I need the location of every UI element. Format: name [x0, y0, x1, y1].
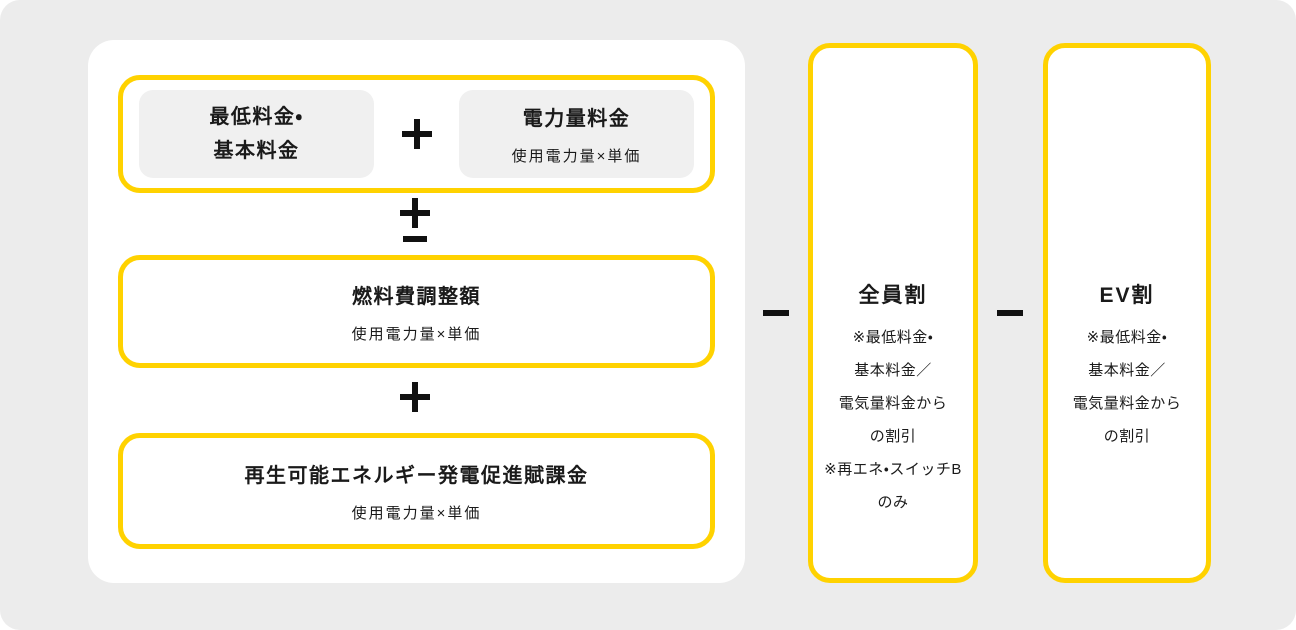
fuel-adjustment-label: 燃料費調整額	[352, 285, 481, 308]
renewable-levy-box: 再生可能エネルギー発電促進賦課金 使用電力量×単価	[118, 433, 715, 549]
energy-charge-group: 最低料金・ 基本料金 電力量料金 使用電力量×単価	[118, 75, 715, 193]
minus-glyph	[403, 236, 427, 242]
minus-icon-2	[997, 310, 1023, 316]
renewable-levy-label: 再生可能エネルギー発電促進賦課金	[244, 465, 589, 487]
volume-fee-formula: 使用電力量×単価	[511, 148, 642, 165]
ev-notes: ※最低料金・ 基本料金／ 電気量料金から の割引	[1072, 329, 1182, 445]
renewable-levy-formula: 使用電力量×単価	[351, 505, 482, 522]
zeninwari-title: 全員割	[858, 284, 928, 307]
minus-icon-1	[763, 310, 789, 316]
fuel-adjustment-formula: 使用電力量×単価	[351, 325, 482, 343]
min-basic-fee-label: 最低料金・ 基本料金	[209, 106, 304, 162]
ev-title: EV割	[1099, 284, 1155, 307]
ev-discount-box: EV割 ※最低料金・ 基本料金／ 電気量料金から の割引	[1043, 43, 1211, 583]
plus-icon	[401, 119, 432, 149]
plus-glyph	[400, 198, 430, 228]
formula-panel: 最低料金・ 基本料金 電力量料金 使用電力量×単価 燃料費調整額 使用電力量×単…	[88, 40, 745, 583]
min-basic-fee-box: 最低料金・ 基本料金	[139, 90, 374, 178]
plus-minus-icon	[400, 198, 430, 242]
zeninwari-notes: ※最低料金・ 基本料金／ 電気量料金から の割引 ※再エネ・スイッチB のみ	[824, 329, 962, 511]
fuel-adjustment-box: 燃料費調整額 使用電力量×単価	[118, 255, 715, 368]
volume-fee-label: 電力量料金	[522, 108, 631, 130]
plus-icon-2	[400, 382, 430, 412]
zeninwari-discount-box: 全員割 ※最低料金・ 基本料金／ 電気量料金から の割引 ※再エネ・スイッチB …	[808, 43, 978, 583]
volume-fee-box: 電力量料金 使用電力量×単価	[459, 90, 694, 178]
